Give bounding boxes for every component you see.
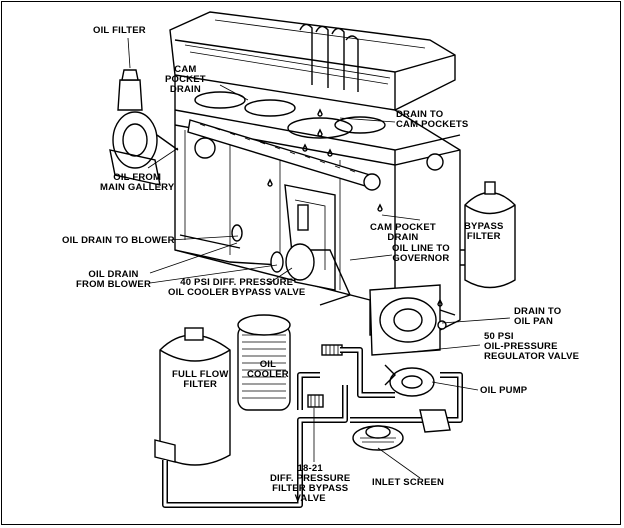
label-cam-pocket-drain-mid: CAM POCKET DRAIN	[370, 222, 436, 243]
label-oil-drain-to-blower: OIL DRAIN TO BLOWER	[62, 235, 175, 246]
full-flow-filter	[154, 327, 231, 466]
blower-drain	[174, 224, 284, 273]
oil-pump	[384, 364, 451, 433]
label-oil-from-main-gallery: OIL FROM MAIN GALLERY	[100, 172, 175, 193]
filter-bypass-valve-shape	[307, 394, 324, 408]
leader-lines	[127, 37, 511, 479]
oil-pipes	[162, 347, 463, 508]
label-oil-cooler-bypass-valve: 40 PSI DIFF. PRESSURE OIL COOLER BYPASS …	[168, 277, 306, 298]
label-full-flow-filter: FULL FLOW FILTER	[172, 369, 229, 390]
label-filter-bypass-valve: 18-21 DIFF. PRESSURE FILTER BYPASS VALVE	[270, 463, 351, 504]
inlet-screen	[352, 425, 404, 451]
label-regulator-valve: 50 PSI OIL-PRESSURE REGULATOR VALVE	[484, 331, 580, 362]
oil-filter	[109, 69, 179, 186]
label-oil-line-to-governor: OIL LINE TO GOVERNOR	[392, 243, 450, 264]
label-cam-pocket-drain-top: CAM POCKET DRAIN	[165, 64, 206, 95]
label-inlet-screen: INLET SCREEN	[372, 477, 445, 488]
top-oil-lines	[299, 23, 359, 92]
blower-assembly	[284, 184, 351, 306]
bypass-filter	[460, 181, 516, 289]
label-oil-filter: OIL FILTER	[93, 25, 146, 36]
label-bypass-filter: BYPASS FILTER	[464, 221, 504, 242]
label-oil-drain-from-blower: OIL DRAIN FROM BLOWER	[76, 269, 152, 290]
oil-cooler	[237, 314, 343, 411]
oil-drips	[267, 108, 443, 307]
label-oil-pump: OIL PUMP	[480, 385, 528, 396]
label-oil-cooler: OIL COOLER	[247, 359, 289, 380]
lower-housing	[369, 284, 456, 356]
label-drain-to-oil-pan: DRAIN TO OIL PAN	[514, 306, 562, 327]
label-drain-to-cam-pockets: DRAIN TO CAM POCKETS	[396, 109, 469, 130]
